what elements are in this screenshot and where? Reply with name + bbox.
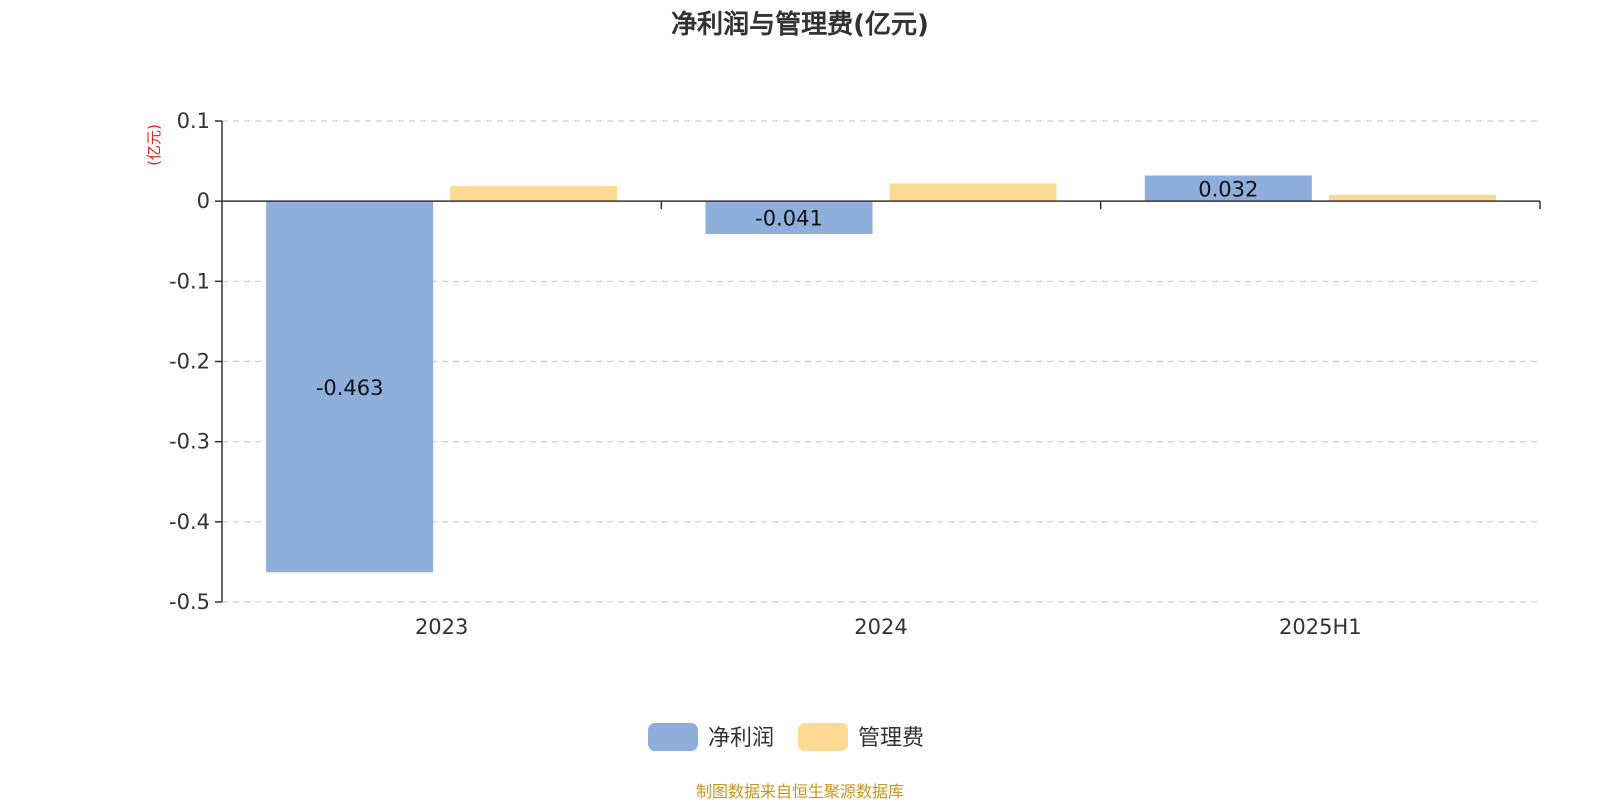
data-label: -0.463 bbox=[316, 376, 384, 400]
x-category-label: 2025H1 bbox=[1279, 615, 1362, 639]
legend-label: 净利润 bbox=[708, 726, 774, 751]
legend-item-管理费[interactable]: 管理费 bbox=[798, 723, 924, 751]
bar-净利润-2023[interactable] bbox=[266, 201, 434, 573]
legend-label: 管理费 bbox=[858, 726, 924, 751]
data-label: -0.041 bbox=[755, 207, 823, 231]
legend[interactable]: 净利润 管理费 bbox=[648, 723, 924, 751]
y-tick-label: -0.5 bbox=[169, 590, 210, 614]
bars bbox=[266, 175, 1496, 573]
y-tick-label: -0.4 bbox=[169, 510, 210, 534]
y-tick-label: 0.1 bbox=[177, 109, 210, 133]
axes: 0.1 0 -0.1 -0.2 -0.3 -0.4 -0.5 2023 2024 2025H1 bbox=[169, 109, 1541, 639]
legend-swatch bbox=[798, 723, 848, 751]
y-tick-label: 0 bbox=[197, 189, 210, 213]
y-tick-label: -0.1 bbox=[169, 269, 210, 293]
chart-title: 净利润与管理费(亿元) bbox=[671, 9, 929, 40]
y-tick-label: -0.2 bbox=[169, 350, 210, 374]
bar-净利润-2025H1[interactable] bbox=[1144, 175, 1312, 202]
bar-管理费-2025H1[interactable] bbox=[1328, 194, 1496, 202]
bar-管理费-2023[interactable] bbox=[450, 185, 618, 202]
bar-净利润-2024[interactable] bbox=[705, 201, 873, 235]
bar-管理费-2024[interactable] bbox=[889, 183, 1057, 202]
legend-item-净利润[interactable]: 净利润 bbox=[648, 723, 774, 751]
y-axis-unit-label: (亿元) bbox=[145, 124, 163, 166]
x-category-label: 2023 bbox=[415, 615, 468, 639]
x-category-label: 2024 bbox=[854, 615, 907, 639]
legend-swatch bbox=[648, 723, 698, 751]
source-note: 制图数据来自恒生聚源数据库 bbox=[696, 782, 904, 800]
data-label: 0.032 bbox=[1198, 177, 1258, 201]
y-tick-label: -0.3 bbox=[169, 430, 210, 454]
data-labels: -0.463 -0.041 0.032 bbox=[316, 177, 1259, 399]
